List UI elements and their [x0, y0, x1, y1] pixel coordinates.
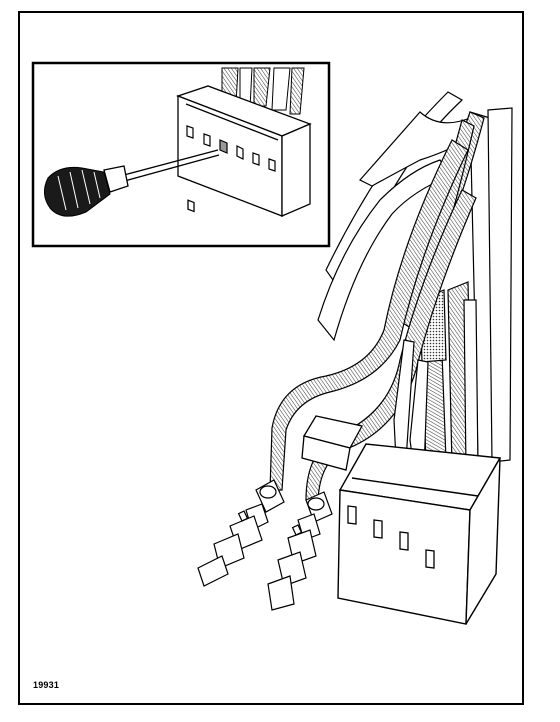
main-connector	[337, 443, 502, 625]
wire-bundle	[269, 91, 513, 501]
wire-to-terminal-left	[269, 139, 469, 491]
terminal-right	[267, 491, 333, 611]
terminal-left	[197, 479, 285, 587]
inset-connector	[176, 85, 312, 217]
screwdriver-handle	[44, 167, 111, 217]
inset-wires	[221, 67, 305, 115]
inset-terminal-windows	[186, 125, 276, 172]
inset-detail	[31, 61, 331, 248]
figure-border	[18, 11, 524, 705]
main-connector-windows	[347, 505, 435, 569]
figure-id-label: 19931	[33, 680, 60, 690]
screwdriver	[44, 149, 220, 217]
secondary-connector	[301, 415, 363, 471]
screwdriver-ferrule	[103, 165, 129, 193]
